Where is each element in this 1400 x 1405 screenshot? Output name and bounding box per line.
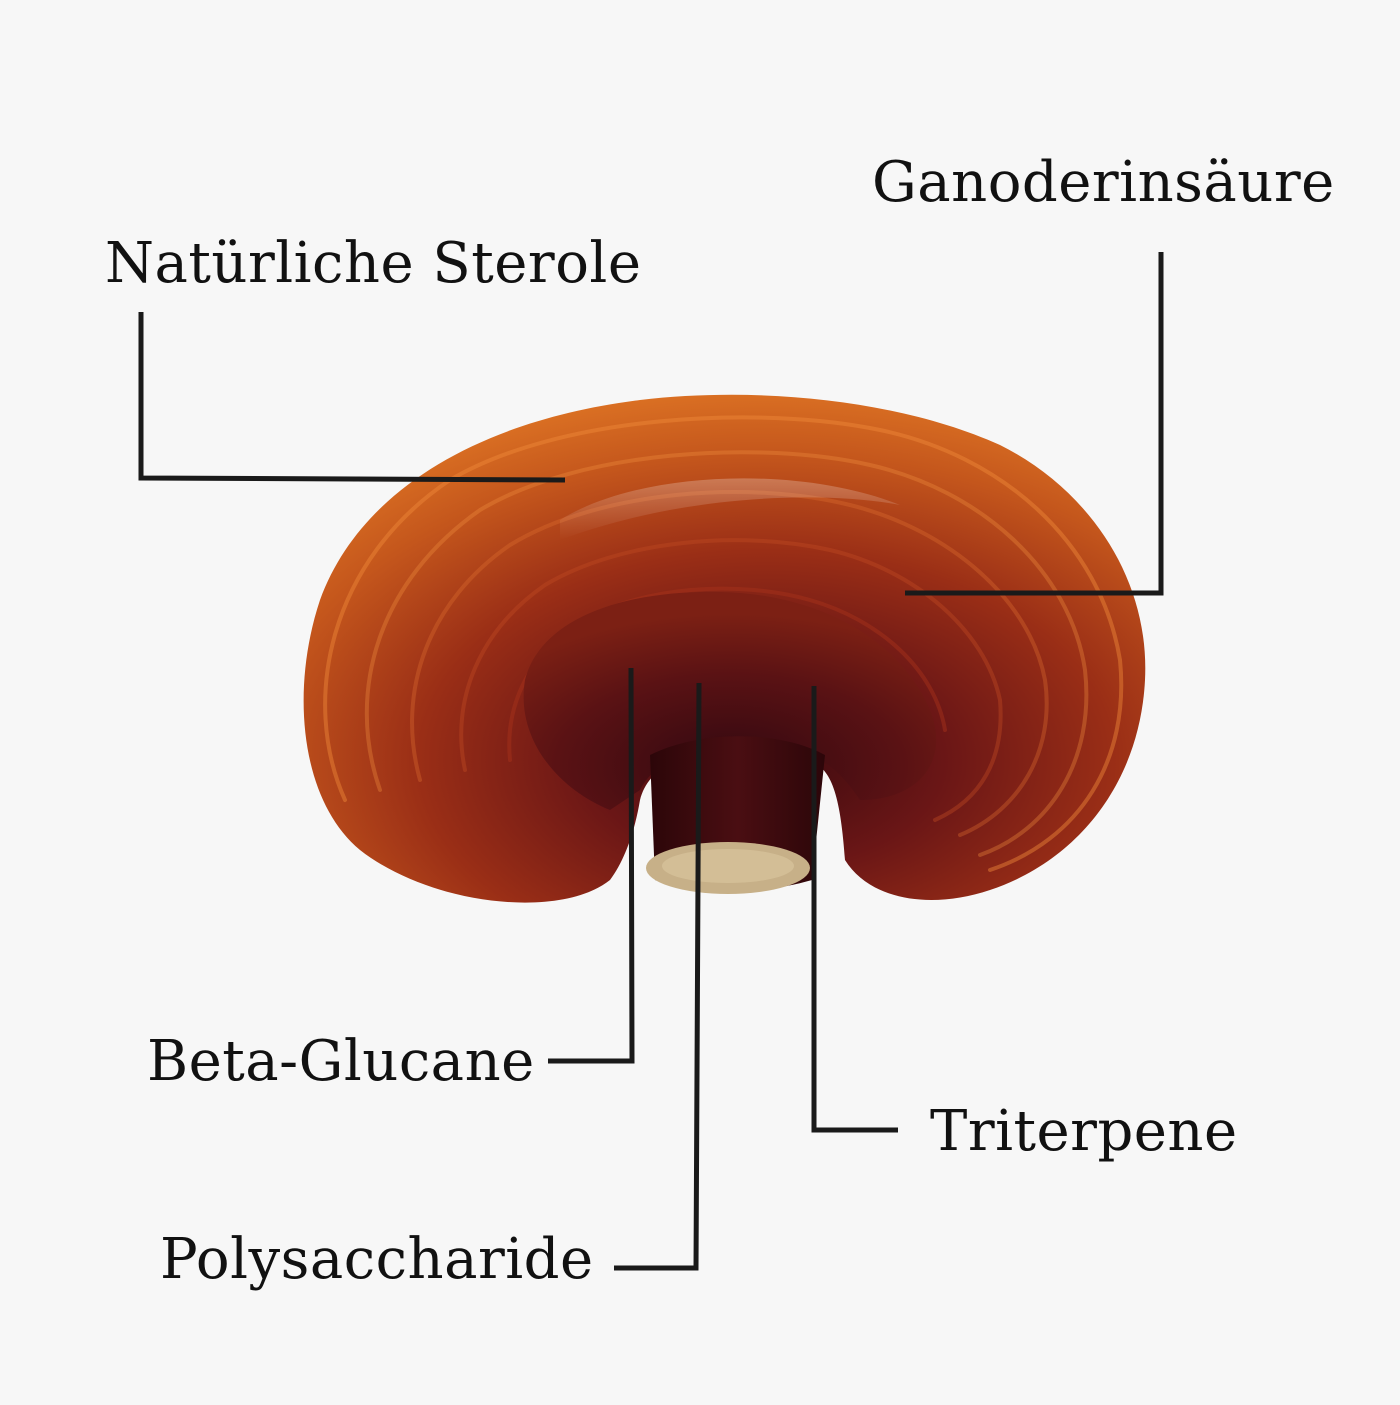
mushroom-image xyxy=(303,394,1146,903)
leader-line-beta-glucane xyxy=(548,667,635,1064)
leader-line-ganoderin xyxy=(905,252,1164,596)
label-beta-glucane: Beta-Glucane xyxy=(147,1029,535,1094)
stem-cut-highlight xyxy=(662,849,794,883)
mushroom-shine xyxy=(560,478,900,540)
label-triterpene: Triterpene xyxy=(930,1099,1238,1164)
label-natuerliche-sterole: Natürliche Sterole xyxy=(105,231,642,296)
mushroom-inner-fold xyxy=(523,591,937,810)
leader-line-triterpene xyxy=(811,686,898,1133)
label-ganoderinsaeure: Ganoderinsäure xyxy=(872,150,1335,215)
label-polysaccharide: Polysaccharide xyxy=(160,1227,594,1292)
leader-line-polysaccharide xyxy=(614,682,702,1271)
leader-lines xyxy=(138,252,1164,1271)
growth-rings xyxy=(323,415,1124,872)
leader-line-sterole xyxy=(138,312,566,483)
